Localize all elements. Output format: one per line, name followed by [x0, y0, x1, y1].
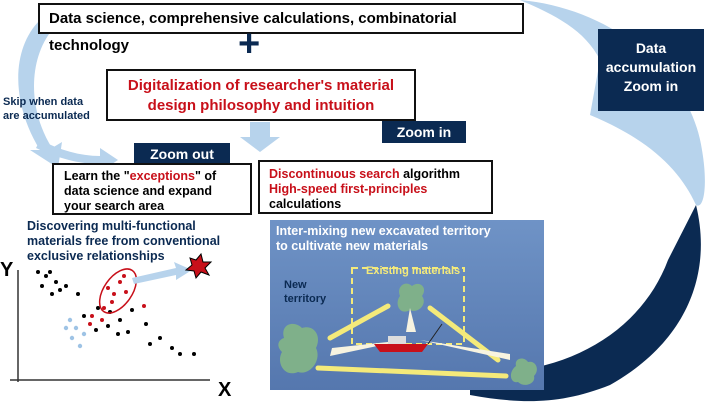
zoom-out-label: Zoom out — [134, 143, 230, 165]
zoom-in-label: Zoom in — [382, 121, 466, 143]
new-territory-line2: territory — [284, 293, 327, 305]
plus-sign: + — [238, 23, 261, 65]
discover-line3: exclusive relationships — [27, 249, 165, 263]
ship-hull — [374, 344, 428, 352]
zoom-out-arrow — [36, 140, 118, 172]
new-territory-line1: New — [284, 279, 307, 291]
exceptions-line3: your search area — [64, 199, 165, 213]
discover-line2: materials free from conventional — [27, 234, 221, 248]
existing-materials-label: Existing materials — [366, 265, 460, 277]
beam-up — [406, 308, 416, 332]
data-accumulation-line2: accumulation — [605, 59, 697, 75]
black-points — [36, 270, 196, 356]
exceptions-highlight: exceptions — [129, 169, 195, 183]
y-axis-label: Y — [0, 259, 14, 281]
algorithm-line2: High-speed first-principles — [269, 182, 428, 196]
ship-cabin — [388, 336, 406, 344]
top-box: Data science, comprehensive calculations… — [38, 3, 524, 54]
exceptions-line1: Learn the "exceptions" of — [64, 169, 217, 183]
beam-right — [420, 340, 510, 360]
top-box-text: Data science, comprehensive calculations… — [49, 10, 457, 54]
skip-label: Skip when data are accumulated — [3, 95, 90, 123]
left-island — [278, 323, 319, 374]
down-arrow — [240, 122, 280, 152]
skip-label-line1: Skip when data — [3, 96, 84, 108]
discover-text: Discovering multi-functional materials f… — [27, 219, 220, 264]
scatter-plot: Y X — [0, 252, 232, 401]
territory-map-panel: Inter-mixing new excavated territory to … — [270, 220, 544, 390]
center-box-line2: design philosophy and intuition — [147, 97, 375, 114]
algorithm-line3: calculations — [269, 197, 342, 211]
light-blue-points — [63, 317, 87, 349]
data-accumulation-line3: Zoom in — [623, 78, 679, 94]
skip-arrow — [18, 20, 63, 168]
algorithm-highlight1: Discontinuous search — [269, 167, 400, 181]
ship-line — [427, 323, 443, 345]
skip-label-line2: are accumulated — [3, 110, 90, 122]
red-points — [88, 274, 146, 326]
top-island — [397, 283, 425, 312]
exceptions-line2: data science and expand — [64, 184, 212, 198]
cycle-arrow-band-dark — [470, 205, 701, 402]
exceptions-box: Learn the "exceptions" of data science a… — [52, 163, 252, 215]
algorithm-line1: Discontinuous search algorithm — [269, 167, 461, 181]
right-island — [510, 358, 537, 385]
center-box-line1: Digitalization of researcher's material — [127, 77, 395, 94]
discover-line1: Discovering multi-functional — [27, 219, 196, 233]
discovery-arrow — [132, 262, 192, 284]
x-axis-label: X — [218, 379, 232, 401]
map-title: Inter-mixing new excavated territory to … — [276, 224, 491, 254]
new-material-star — [184, 252, 213, 280]
algorithm-box: Discontinuous search algorithm High-spee… — [258, 160, 493, 214]
map-title-line2: to cultivate new materials — [276, 239, 429, 253]
center-box: Digitalization of researcher's material … — [106, 69, 416, 121]
territory-graphic: Existing materials New territory — [278, 265, 537, 385]
highlight-ellipse — [98, 268, 138, 314]
map-title-line1: Inter-mixing new excavated territory — [276, 224, 491, 238]
data-accumulation-label: Data accumulation Zoom in — [598, 29, 704, 111]
data-accumulation-line1: Data — [635, 40, 667, 56]
